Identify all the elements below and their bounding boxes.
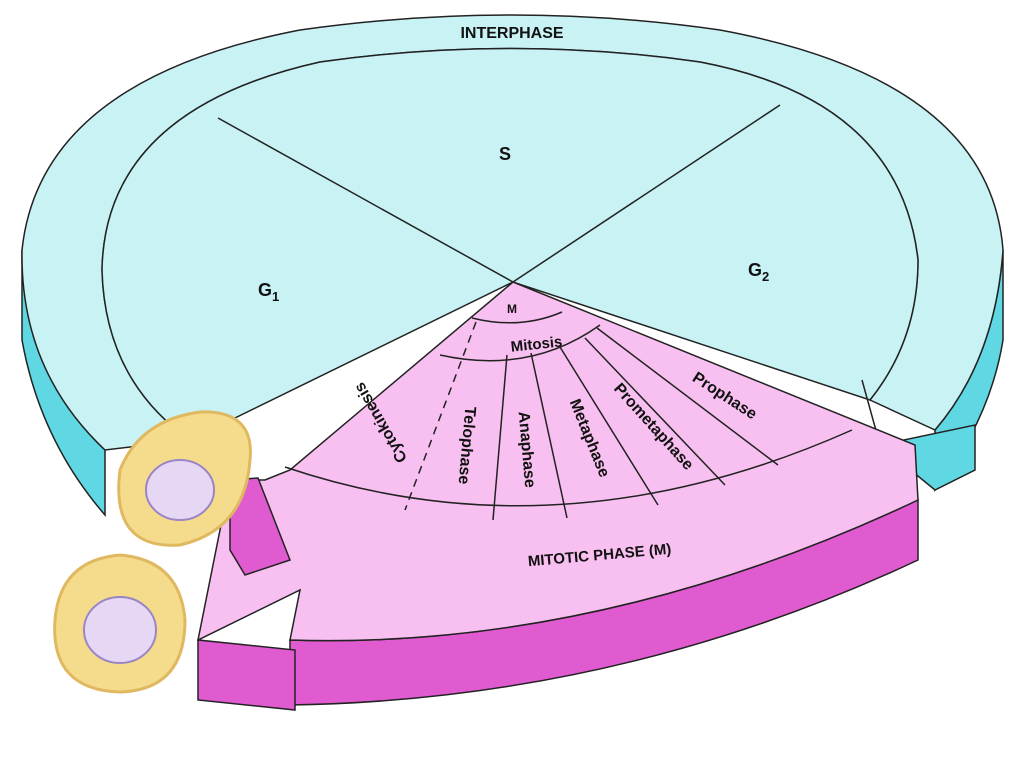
g1-label: G1 [258,280,279,304]
phase-anaphase: Anaphase [515,411,539,489]
g1-subscript: 1 [272,289,279,304]
divider-2 [530,352,568,519]
mitotic-arrow-side [197,639,296,711]
divider-dashed [404,321,477,511]
mitosis-arc [439,324,601,362]
g2-text: G [748,260,762,280]
divider-s-g1 [217,117,514,283]
daughter-cell-1 [117,410,252,547]
phase-telophase: Telophase [455,406,479,485]
interphase-inner-disk [101,47,919,441]
divider-4 [584,337,726,486]
divider-1 [492,354,508,521]
g1-text: G [258,280,272,300]
mitotic-arrowhead [229,477,291,576]
m-arc [471,311,563,324]
divider-3 [559,346,659,506]
m-label: M [507,302,517,316]
interphase-label: INTERPHASE [460,25,563,42]
divider-s-g2 [512,104,781,283]
daughter-cell-2 [53,553,187,694]
g2-label: G2 [748,260,769,284]
mitotic-wedge [196,281,919,642]
divider-5 [596,327,779,466]
s-label: S [499,144,511,164]
mitosis-label: Mitosis [510,333,563,355]
g2-subscript: 2 [762,269,769,284]
